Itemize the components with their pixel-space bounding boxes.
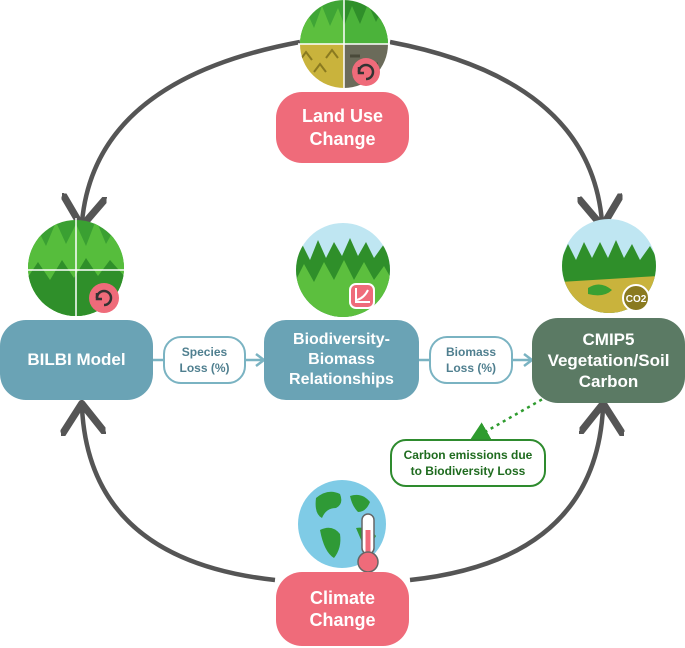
- arrow-cmip5-to-carbon-emissions: [469, 394, 549, 441]
- forest-land-quadrant-icon: [298, 0, 390, 92]
- forest-co2-icon: CO2: [560, 218, 658, 316]
- species-loss-label: Species Loss (%): [163, 336, 246, 384]
- cmip5-node: CMIP5 Vegetation/Soil Carbon: [532, 318, 685, 403]
- arrow-landuse-to-cmip5: [389, 39, 602, 222]
- arrow-landuse-to-bilbi: [82, 39, 301, 222]
- biomass-loss-label: Biomass Loss (%): [429, 336, 513, 384]
- arrow-climate-to-bilbi: [82, 408, 276, 583]
- co2-badge-text: CO2: [626, 294, 647, 305]
- forest-cycle-icon: [26, 218, 126, 318]
- biodiversity-biomass-node: Biodiversity- Biomass Relationships: [264, 320, 419, 400]
- land-use-change-node: Land Use Change: [276, 92, 409, 163]
- bilbi-model-node: BILBI Model: [0, 320, 153, 400]
- arrow-climate-to-cmip5: [409, 408, 603, 583]
- carbon-emissions-label: Carbon emissions due to Biodiversity Los…: [390, 439, 546, 487]
- forest-growth-chart-icon: [294, 222, 392, 320]
- globe-thermometer-icon: [296, 478, 396, 578]
- climate-change-node: Climate Change: [276, 572, 409, 646]
